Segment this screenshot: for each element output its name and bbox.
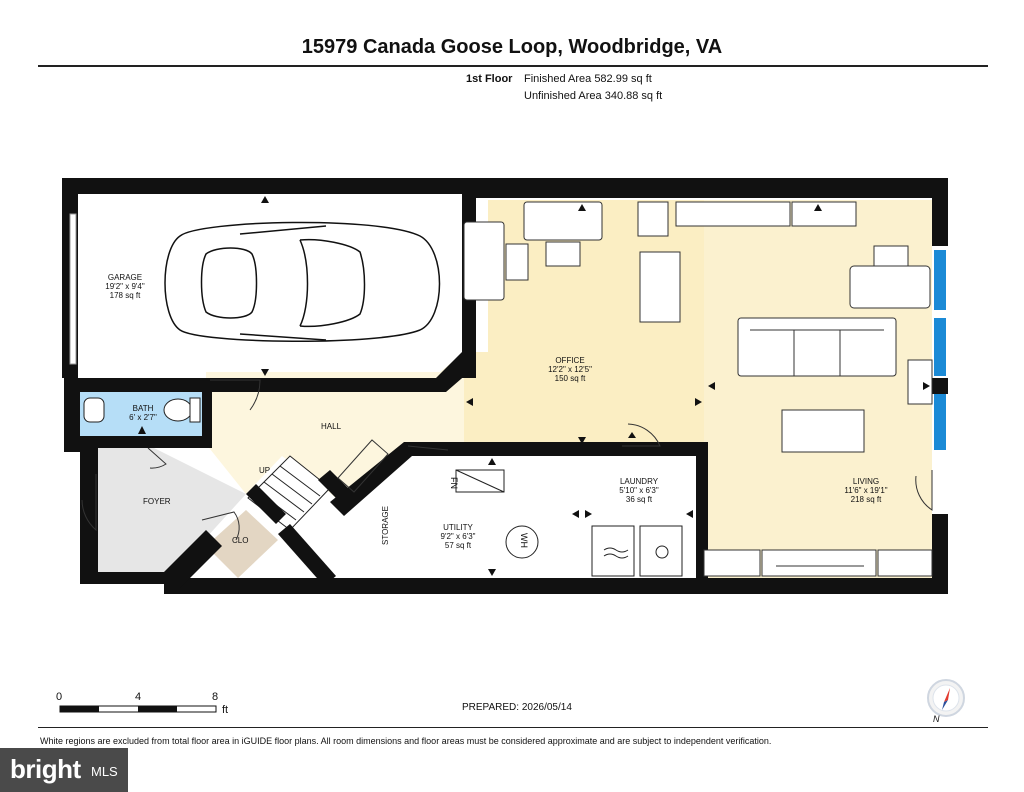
room-foyer: FOYER <box>143 497 171 506</box>
stair-up-label: UP <box>259 466 271 475</box>
header-divider <box>38 65 988 67</box>
room-office: OFFICE 12'2" x 12'5" 150 sq ft <box>548 356 592 383</box>
disclaimer: White regions are excluded from total fl… <box>40 736 772 746</box>
room-hall: HALL <box>321 422 342 431</box>
furnace-label: FN <box>449 477 459 489</box>
scale-bar <box>59 705 217 713</box>
living-furniture <box>675 201 933 577</box>
office-furniture <box>463 201 681 323</box>
room-garage: GARAGE 19'2" x 9'4" 178 sq ft <box>105 273 145 300</box>
room-laundry: LAUNDRY 5'10" x 6'3" 36 sq ft <box>619 477 659 504</box>
compass-north-label: N <box>933 714 940 724</box>
brand-logo-text: bright <box>10 754 81 784</box>
brand-suffix: MLS <box>91 764 118 779</box>
bright-mls-logo: bright MLS <box>0 748 128 792</box>
living-windows <box>934 250 946 450</box>
car <box>164 221 441 342</box>
scale-unit: ft <box>222 704 229 716</box>
prepared-date: PREPARED: 2026/05/14 <box>462 702 572 713</box>
room-storage: STORAGE <box>381 506 390 545</box>
scale-tick-4: 4 <box>135 691 142 703</box>
water-heater-label: WH <box>519 533 529 548</box>
foyer-floor <box>98 448 246 572</box>
page-title: 15979 Canada Goose Loop, Woodbridge, VA <box>301 36 723 58</box>
footer-divider <box>38 727 988 728</box>
unfinished-area: Unfinished Area 340.88 sq ft <box>524 90 663 102</box>
room-closet: CLO <box>232 536 249 545</box>
scale-tick-8: 8 <box>212 691 219 703</box>
closet-floor <box>206 510 278 578</box>
room-bath: BATH 6' x 2'7" <box>129 404 157 422</box>
doors <box>81 379 933 541</box>
floor-label: 1st Floor <box>466 73 513 85</box>
room-utility: UTILITY 9'2" x 6'3" 57 sq ft <box>440 523 476 550</box>
compass-icon <box>927 679 965 717</box>
garage-window <box>69 213 77 365</box>
dimension-arrows <box>138 196 930 576</box>
finished-area: Finished Area 582.99 sq ft <box>524 73 652 85</box>
room-living: LIVING 11'6" x 19'1" 218 sq ft <box>844 477 888 504</box>
utility-fixtures <box>455 469 683 577</box>
bath-fixtures <box>83 397 201 423</box>
scale-tick-0: 0 <box>56 691 63 703</box>
